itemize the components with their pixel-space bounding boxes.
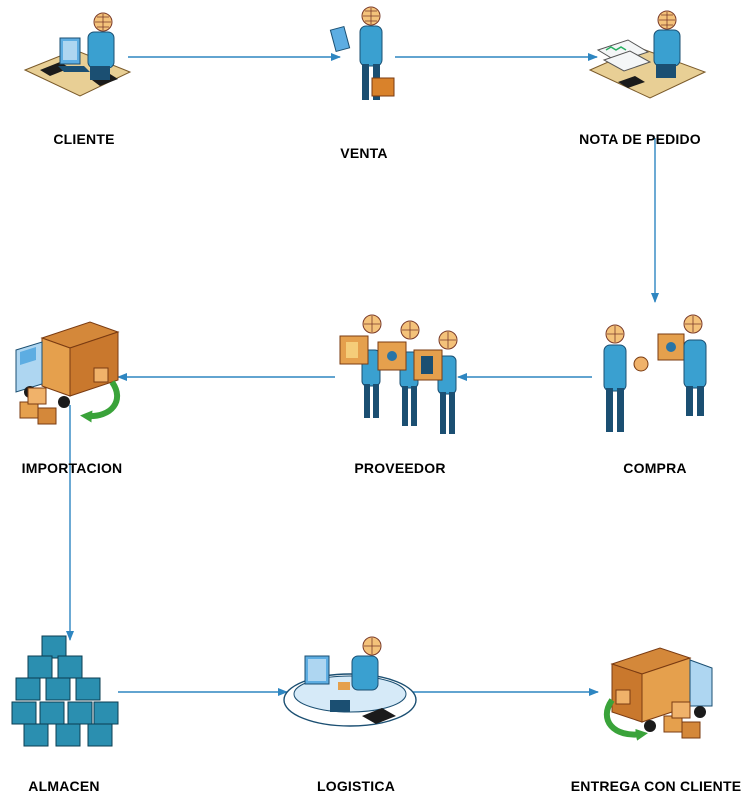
handshake-exchange-icon (603, 314, 707, 432)
salesperson-with-briefcase-icon (329, 6, 395, 100)
delivery-truck-icon (15, 321, 120, 425)
stacked-boxes-icon (19, 387, 57, 425)
stacked-boxes-icon (663, 701, 701, 739)
node-label-compra: COMPRA (623, 460, 687, 476)
node-label-importacion: IMPORTACION (21, 460, 123, 476)
person-at-computer-icon (23, 12, 132, 97)
green-curved-arrow-icon (603, 698, 648, 741)
node-label-almacen: ALMACEN (28, 778, 100, 794)
node-label-logistica: LOGISTICA (316, 778, 396, 794)
node-label-entrega-con-cliente: ENTREGA CON CLIENTE (570, 778, 742, 794)
node-label-proveedor: PROVEEDOR (354, 460, 446, 476)
green-curved-arrow-icon (80, 380, 120, 423)
workers-carrying-boxes-icon (339, 314, 458, 434)
delivery-truck-icon (603, 647, 713, 741)
person-at-desk-with-documents-icon (588, 10, 707, 99)
node-label-cliente: CLIENTE (53, 131, 115, 147)
node-label-nota-de-pedido: NOTA DE PEDIDO (579, 131, 701, 147)
operator-at-console-icon (283, 636, 417, 727)
node-label-venta: VENTA (340, 145, 388, 161)
stacked-crates-icon (11, 635, 119, 747)
